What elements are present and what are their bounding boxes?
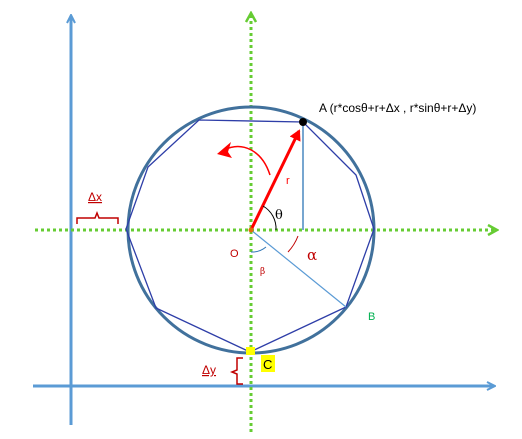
label-point-b: B — [368, 311, 375, 323]
delta-x-brace — [76, 210, 119, 224]
label-delta-y: Δy — [202, 363, 216, 377]
radius-vector — [249, 129, 301, 231]
label-radius: r — [286, 175, 290, 187]
label-c-highlight — [261, 355, 275, 372]
label-point-c: C — [263, 357, 272, 372]
label-theta: θ — [275, 208, 283, 223]
point-a — [299, 118, 307, 126]
rotation-arrow — [223, 145, 271, 176]
theta-arc — [262, 205, 277, 231]
beta-arc — [250, 246, 267, 253]
label-delta-x: Δx — [88, 190, 102, 204]
rotation-arrow-head — [217, 142, 232, 158]
point-c-marker — [246, 347, 255, 355]
alpha-arc — [287, 235, 299, 253]
label-alpha: α — [307, 246, 317, 264]
label-beta: β — [260, 267, 265, 277]
label-origin: O — [230, 248, 239, 260]
label-point-a: A (r*cosθ+r+Δx , r*sinθ+r+Δy) — [319, 101, 476, 115]
origin-point — [248, 227, 254, 233]
line-o-b — [250, 229, 347, 308]
octagon — [125, 119, 375, 353]
delta-y-brace — [229, 357, 243, 385]
